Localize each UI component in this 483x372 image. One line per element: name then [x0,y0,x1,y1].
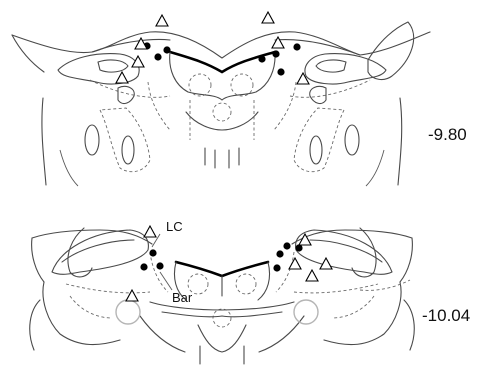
level-label-bottom: -10.04 [422,306,470,325]
marker-filled-circle [154,53,161,60]
marker-open-triangle [272,37,284,48]
marker-open-triangle [289,258,301,269]
label-bar: Bar [172,290,193,305]
marker-filled-circle [283,242,290,249]
marker-filled-circle [276,250,283,257]
section-top [12,12,430,186]
marker-filled-circle [163,46,170,53]
marker-filled-circle [272,50,279,57]
marker-open-triangle [156,15,168,26]
marker-open-triangle [144,226,156,237]
marker-filled-circle [258,55,265,62]
marker-open-triangle [262,12,274,23]
marker-filled-circle [156,262,163,269]
marker-filled-circle [149,249,156,256]
marker-filled-circle [273,264,280,271]
marker-open-triangle [297,73,309,84]
label-lc: LC [166,219,183,234]
marker-open-triangle [306,270,318,281]
level-label-top: -9.80 [428,125,467,144]
marker-open-triangle [132,56,144,67]
marker-open-triangle [126,290,138,301]
marker-filled-circle [293,43,300,50]
marker-filled-circle [277,68,284,75]
marker-open-triangle [116,72,128,83]
marker-filled-circle [140,263,147,270]
section-bottom [30,226,415,364]
